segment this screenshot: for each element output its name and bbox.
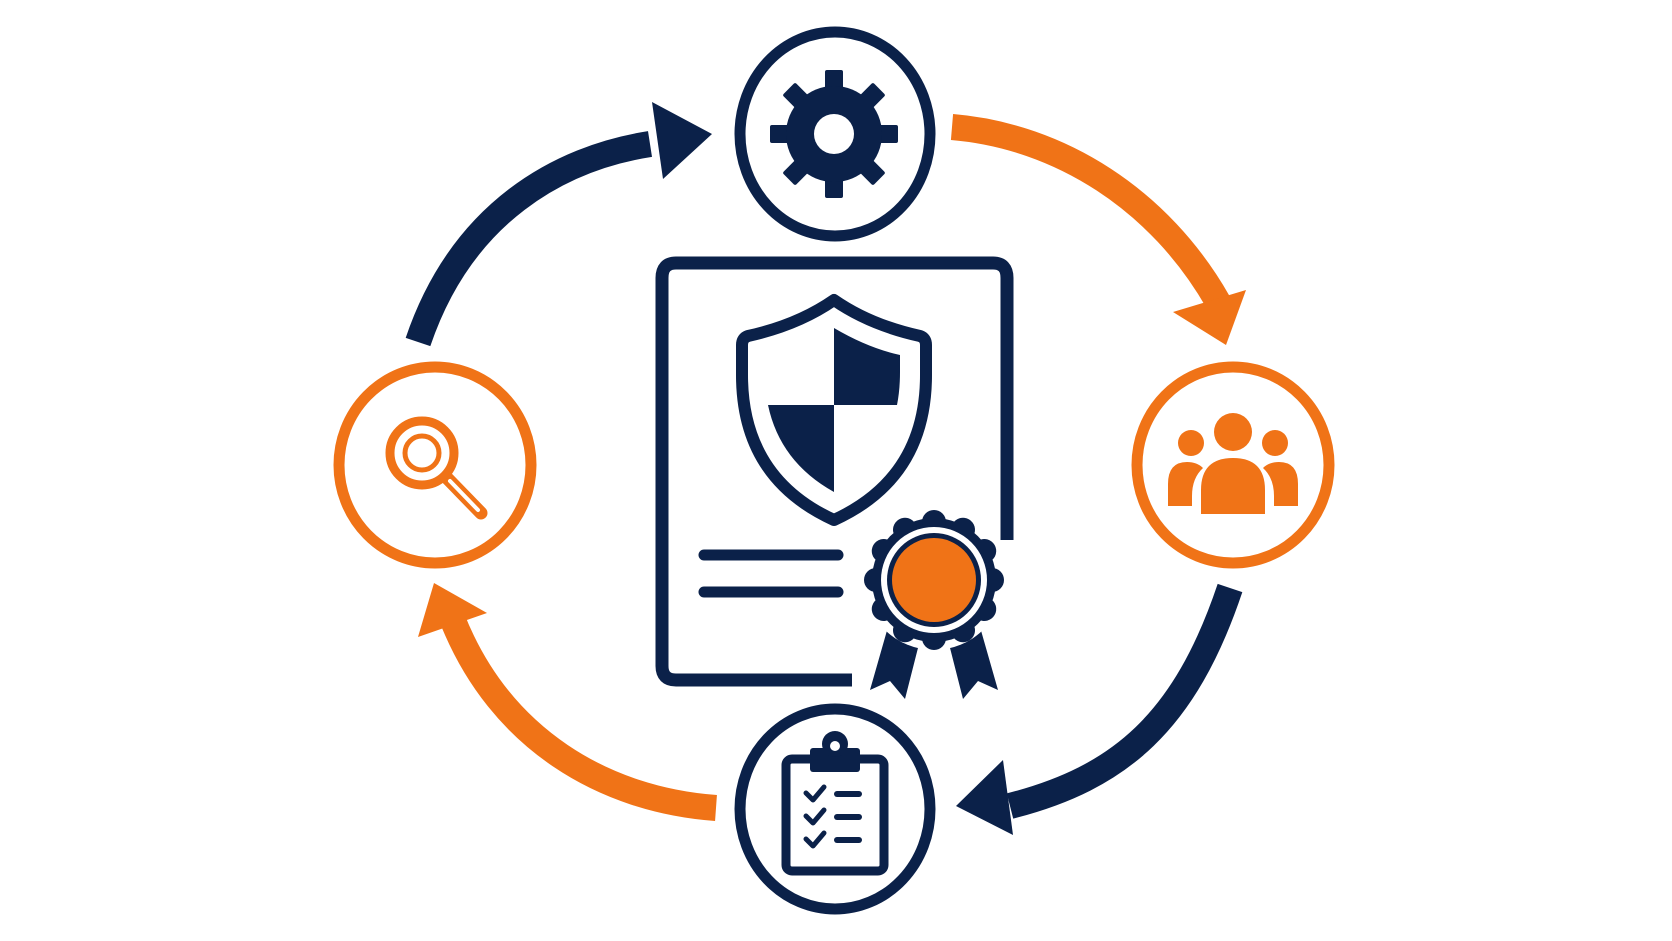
arrow-right-to-bottom xyxy=(956,583,1243,835)
compliance-certificate-icon xyxy=(655,256,1014,699)
arrow-top-to-right xyxy=(950,114,1246,345)
award-ribbon-icon xyxy=(864,510,1004,699)
node-bottom xyxy=(734,703,936,915)
people-group-icon xyxy=(1168,413,1298,514)
magnifier-icon xyxy=(385,416,488,520)
node-right xyxy=(1131,361,1335,569)
arrow-left-to-top xyxy=(405,102,712,347)
node-left xyxy=(333,361,537,569)
gear-icon xyxy=(770,70,898,198)
arrow-bottom-to-left xyxy=(418,583,717,821)
node-top xyxy=(734,26,936,242)
shield-icon xyxy=(736,294,932,526)
certificate-document xyxy=(655,256,1014,687)
checklist-clipboard-icon xyxy=(781,731,889,876)
